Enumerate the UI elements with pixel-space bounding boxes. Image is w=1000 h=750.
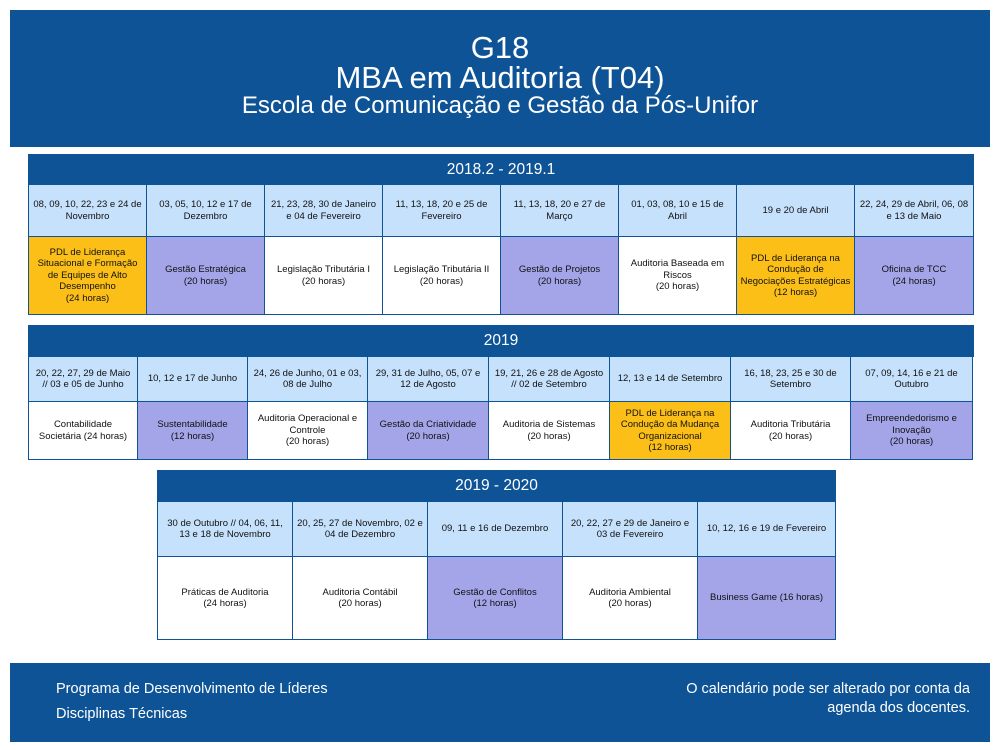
courses-row: Contabilidade Societária (24 horas) Sust…: [28, 401, 974, 460]
course-cell: PDL de Liderança na Condução da Mudança …: [609, 401, 731, 460]
header-banner: G18 MBA em Auditoria (T04) Escola de Com…: [10, 10, 990, 147]
period-header: 2019: [28, 325, 974, 357]
date-cell: 30 de Outubro // 04, 06, 11, 13 e 18 de …: [157, 501, 293, 557]
course-cell: Auditoria Contábil (20 horas): [292, 556, 428, 640]
course-cell: Gestão de Conflitos (12 horas): [427, 556, 563, 640]
footer-program: Programa de Desenvolvimento de Líderes: [56, 681, 328, 697]
date-cell: 01, 03, 08, 10 e 15 de Abril: [618, 184, 737, 237]
course-cell: Auditoria Ambiental (20 horas): [562, 556, 698, 640]
course-cell: Auditoria de Sistemas (20 horas): [488, 401, 610, 460]
date-cell: 20, 25, 27 de Novembro, 02 e 04 de Dezem…: [292, 501, 428, 557]
period-header: 2018.2 - 2019.1: [28, 154, 974, 185]
date-cell: 20, 22, 27 e 29 de Janeiro e 03 de Fever…: [562, 501, 698, 557]
footer-technical: Disciplinas Técnicas: [56, 706, 188, 722]
courses-row: PDL de Liderança Situacional e Formação …: [28, 236, 974, 315]
dates-row: 30 de Outubro // 04, 06, 11, 13 e 18 de …: [157, 501, 836, 557]
course-cell: PDL de Liderança Situacional e Formação …: [28, 236, 147, 315]
course-cell: Gestão de Projetos (20 horas): [500, 236, 619, 315]
date-cell: 19, 21, 26 e 28 de Agosto // 02 de Setem…: [488, 356, 610, 402]
schedule-block-3: 2019 - 2020 30 de Outubro // 04, 06, 11,…: [157, 470, 836, 640]
course-cell: Auditoria Tributária (20 horas): [730, 401, 851, 460]
footer-banner: Programa de Desenvolvimento de Líderes D…: [10, 663, 990, 742]
footer-note: O calendário pode ser alterado por conta…: [686, 681, 970, 716]
course-cell: Legislação Tributária II (20 horas): [382, 236, 501, 315]
schedule-block-1: 2018.2 - 2019.1 08, 09, 10, 22, 23 e 24 …: [28, 154, 974, 315]
course-cell: Gestão Estratégica (20 horas): [146, 236, 265, 315]
date-cell: 11, 13, 18, 20 e 27 de Março: [500, 184, 619, 237]
period-header: 2019 - 2020: [157, 470, 836, 502]
date-cell: 21, 23, 28, 30 de Janeiro e 04 de Fevere…: [264, 184, 383, 237]
date-cell: 09, 11 e 16 de Dezembro: [427, 501, 563, 557]
course-cell: PDL de Liderança na Condução de Negociaç…: [736, 236, 855, 315]
date-cell: 03, 05, 10, 12 e 17 de Dezembro: [146, 184, 265, 237]
date-cell: 24, 26 de Junho, 01 e 03, 08 de Julho: [247, 356, 368, 402]
schedule-block-2: 2019 20, 22, 27, 29 de Maio // 03 e 05 d…: [28, 325, 974, 460]
course-cell: Gestão da Criatividade (20 horas): [367, 401, 489, 460]
date-cell: 22, 24, 29 de Abril, 06, 08 e 13 de Maio: [854, 184, 974, 237]
course-cell: Auditoria Baseada em Riscos (20 horas): [618, 236, 737, 315]
class-code: G18: [470, 30, 530, 65]
date-cell: 29, 31 de Julho, 05, 07 e 12 de Agosto: [367, 356, 489, 402]
date-cell: 11, 13, 18, 20 e 25 de Fevereiro: [382, 184, 501, 237]
date-cell: 19 e 20 de Abril: [736, 184, 855, 237]
page-title: MBA em Auditoria (T04): [335, 60, 665, 95]
date-cell: 10, 12 e 17 de Junho: [137, 356, 248, 402]
course-cell: Sustentabilidade (12 horas): [137, 401, 248, 460]
courses-row: Práticas de Auditoria (24 horas) Auditor…: [157, 556, 836, 640]
course-cell: Contabilidade Societária (24 horas): [28, 401, 138, 460]
course-cell: Auditoria Operacional e Controle (20 hor…: [247, 401, 368, 460]
date-cell: 07, 09, 14, 16 e 21 de Outubro: [850, 356, 973, 402]
date-cell: 12, 13 e 14 de Setembro: [609, 356, 731, 402]
date-cell: 20, 22, 27, 29 de Maio // 03 e 05 de Jun…: [28, 356, 138, 402]
date-cell: 16, 18, 23, 25 e 30 de Setembro: [730, 356, 851, 402]
dates-row: 20, 22, 27, 29 de Maio // 03 e 05 de Jun…: [28, 356, 974, 402]
course-cell: Legislação Tributária I (20 horas): [264, 236, 383, 315]
course-cell: Empreendedorismo e Inovação (20 horas): [850, 401, 973, 460]
date-cell: 10, 12, 16 e 19 de Fevereiro: [697, 501, 836, 557]
course-cell: Oficina de TCC (24 horas): [854, 236, 974, 315]
course-cell: Business Game (16 horas): [697, 556, 836, 640]
dates-row: 08, 09, 10, 22, 23 e 24 de Novembro 03, …: [28, 184, 974, 237]
page-subtitle: Escola de Comunicação e Gestão da Pós-Un…: [241, 92, 759, 119]
course-cell: Práticas de Auditoria (24 horas): [157, 556, 293, 640]
date-cell: 08, 09, 10, 22, 23 e 24 de Novembro: [28, 184, 147, 237]
